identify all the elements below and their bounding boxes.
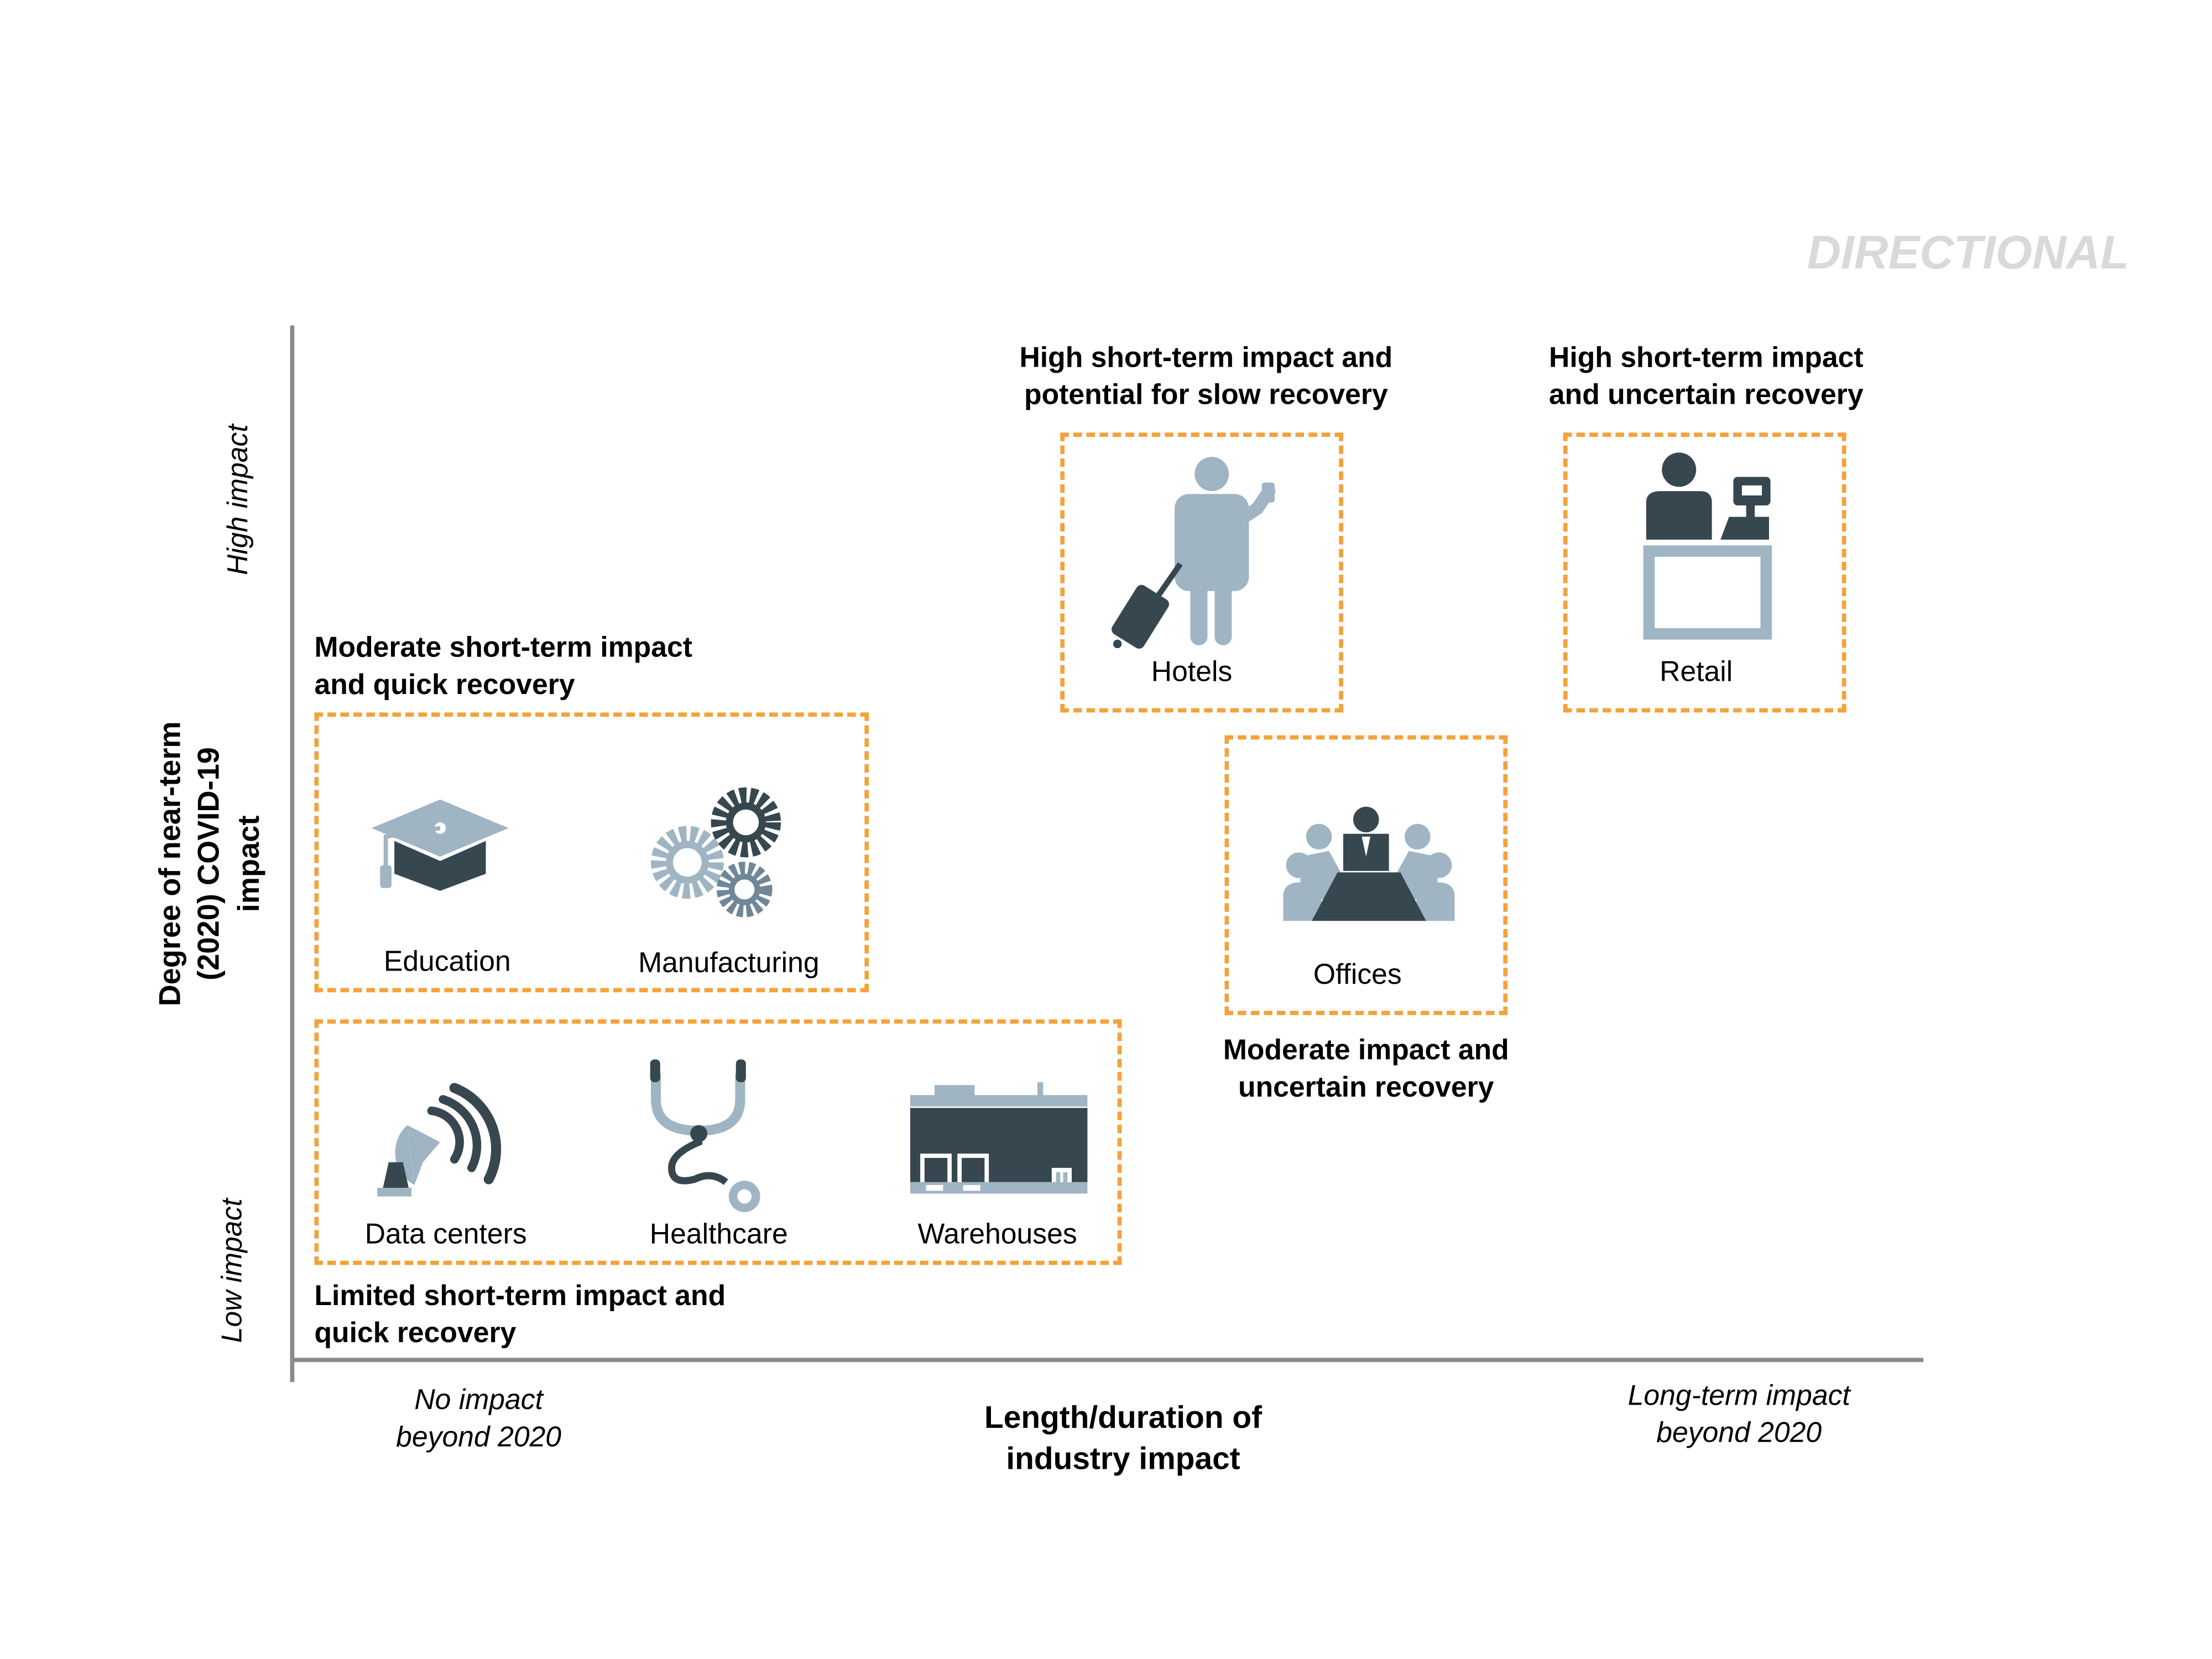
- group-label-retail: High short-term impact and uncertain rec…: [1548, 342, 1864, 412]
- x-axis-right-label: Long-term impact beyond 2020: [1627, 1380, 1850, 1449]
- directional-watermark: DIRECTIONAL: [1807, 225, 2130, 279]
- group-label-hotels: High short-term impact and potential for…: [1019, 342, 1393, 412]
- group-label-moderate-uncertain: Moderate impact and uncertain recovery: [1223, 1035, 1509, 1104]
- sector-label-manufacturing: Manufacturing: [638, 948, 820, 980]
- cashier-counter-icon: [1643, 452, 1772, 640]
- sector-label-healthcare: Healthcare: [649, 1219, 788, 1251]
- sector-label-retail: Retail: [1660, 656, 1733, 688]
- moderate-quick-box: [314, 712, 869, 993]
- sector-label-education: Education: [383, 946, 511, 978]
- y-axis-title: Degree of near-term (2020) COVID-19 impa…: [154, 721, 265, 1006]
- warehouse-building-icon: [910, 1082, 1088, 1194]
- x-axis-line: [290, 1358, 1924, 1363]
- stethoscope-icon: [650, 1059, 760, 1212]
- graduation-cap-icon: [371, 799, 509, 891]
- y-axis-line: [290, 325, 295, 1383]
- x-axis-left-label: No impact beyond 2020: [396, 1385, 562, 1454]
- limited-quick-box: [314, 1019, 1122, 1265]
- x-axis-title: Length/duration of industry impact: [984, 1399, 1262, 1477]
- offices-box: [1224, 735, 1508, 1015]
- sector-label-offices: Offices: [1313, 959, 1402, 991]
- y-axis-low-label: Low impact: [217, 1198, 249, 1343]
- y-axis-high-label: High impact: [223, 424, 254, 575]
- gears-icon: [651, 787, 781, 917]
- group-label-moderate-quick: Moderate short-term impact and quick rec…: [314, 632, 692, 702]
- satellite-dish-icon: [377, 1083, 502, 1197]
- sector-label-data-centers: Data centers: [364, 1219, 527, 1251]
- meeting-table-icon: [1283, 806, 1455, 921]
- hotels-box: [1060, 432, 1343, 713]
- retail-box: [1563, 432, 1846, 713]
- group-label-limited-quick: Limited short-term impact and quick reco…: [314, 1280, 726, 1350]
- traveler-with-suitcase-icon: [1112, 457, 1276, 649]
- sector-label-hotels: Hotels: [1151, 656, 1233, 688]
- sector-label-warehouses: Warehouses: [917, 1219, 1077, 1251]
